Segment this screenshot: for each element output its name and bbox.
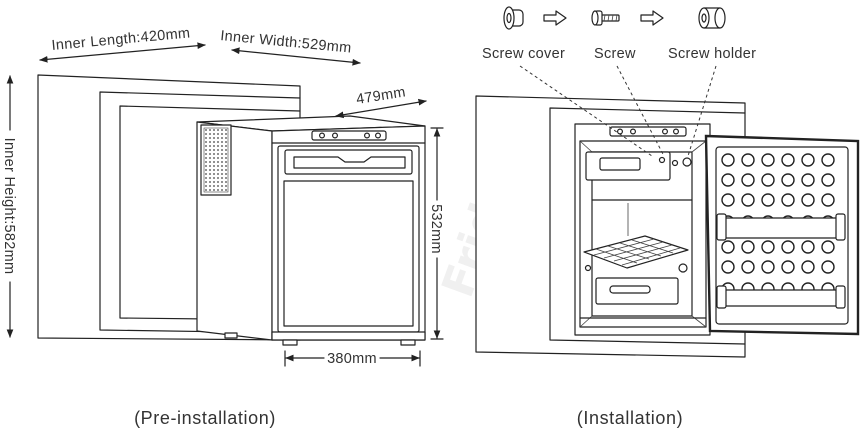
dimension-fridge-depth: 479mm xyxy=(335,84,427,119)
door-dimple xyxy=(821,153,835,167)
inner-width-label: Inner Width:529mm xyxy=(220,28,353,57)
freezer-handle xyxy=(599,157,641,171)
installed-fridge xyxy=(574,123,711,336)
fridge-foot xyxy=(224,332,238,339)
arrow-right-icon xyxy=(640,10,664,26)
door-dimple xyxy=(741,260,755,274)
inner-length-label: Inner Length:420mm xyxy=(51,25,191,54)
dimension-inner-width: Inner Width:529mm xyxy=(220,28,361,66)
fridge-depth-label: 479mm xyxy=(355,84,407,108)
door-dimple xyxy=(721,173,735,187)
door-dimple xyxy=(721,153,735,167)
pre-installation-figure: Inner Length:420mm Inner Width:529mm 479… xyxy=(1,25,444,428)
door-dimple xyxy=(741,240,755,254)
control-button xyxy=(364,132,371,139)
screw-label: Screw xyxy=(594,46,636,62)
door-dimple xyxy=(721,193,735,207)
screw-cover-leader xyxy=(519,65,653,157)
door-dimple xyxy=(801,153,815,167)
control-button xyxy=(629,128,636,135)
door-dimple xyxy=(821,260,835,274)
door-dimple xyxy=(721,240,735,254)
fridge-foot xyxy=(282,339,298,346)
door-dimple xyxy=(761,240,775,254)
control-panel xyxy=(609,126,687,137)
door-dimple xyxy=(741,173,755,187)
door-handle xyxy=(293,156,406,169)
door-dimple xyxy=(761,173,775,187)
control-button xyxy=(375,132,382,139)
hinge-screw xyxy=(658,156,666,164)
freezer-compartment xyxy=(585,151,671,181)
screw-cover-icon xyxy=(503,6,524,30)
vent-grill xyxy=(203,127,229,193)
screw-cover-label: Screw cover xyxy=(482,46,565,62)
wire-rack xyxy=(583,235,689,273)
door-inner-panel xyxy=(715,146,849,325)
door-dimple xyxy=(761,193,775,207)
dimension-fridge-height: 532mm xyxy=(428,127,444,340)
fridge-unit xyxy=(196,115,426,346)
crisper-drawer xyxy=(595,277,679,305)
door-dimple xyxy=(761,260,775,274)
door-dimple xyxy=(801,173,815,187)
door-dimple xyxy=(781,260,795,274)
arrow-right-icon xyxy=(543,10,567,26)
screw-holder-icon xyxy=(698,7,726,29)
open-door xyxy=(704,134,860,336)
door-dimple xyxy=(741,193,755,207)
pre-installation-caption: (Pre-installation) xyxy=(134,408,276,428)
door-dimple xyxy=(761,153,775,167)
control-button xyxy=(332,132,339,139)
door-dimple xyxy=(741,153,755,167)
control-button xyxy=(672,128,679,135)
door-dimple xyxy=(781,173,795,187)
door-dimple xyxy=(821,240,835,254)
door-dimple xyxy=(721,260,735,274)
fridge-foot xyxy=(400,339,416,346)
fridge-base xyxy=(271,331,426,341)
control-button xyxy=(319,132,326,139)
door-dimple xyxy=(821,193,835,207)
dimension-fridge-width: 380mm xyxy=(284,350,421,367)
inner-height-label: Inner Height:582mm xyxy=(1,138,17,275)
hinge-screw xyxy=(671,159,679,167)
door-shelf-upper xyxy=(716,213,846,241)
door-dimple xyxy=(781,240,795,254)
door-dimple xyxy=(781,153,795,167)
control-button xyxy=(661,128,668,135)
door-inner-panel xyxy=(283,180,414,327)
dimension-inner-height: Inner Height:582mm xyxy=(1,75,17,338)
door-dimple xyxy=(801,240,815,254)
drawer-handle xyxy=(609,285,651,294)
installation-figure: Screw cover Screw Screw holder xyxy=(475,6,860,428)
door-shelf-lower xyxy=(716,285,846,309)
screw-holder-leader xyxy=(687,65,717,157)
hinge-screw xyxy=(682,157,692,167)
screw-leader xyxy=(616,65,665,157)
door-dimple xyxy=(781,193,795,207)
fridge-height-label: 532mm xyxy=(428,204,444,254)
fridge-width-label: 380mm xyxy=(327,351,377,367)
screw-holder-label: Screw holder xyxy=(668,46,756,62)
control-panel xyxy=(311,130,387,141)
door-dimple xyxy=(801,193,815,207)
screw-icon xyxy=(591,10,620,26)
door-dimple xyxy=(821,173,835,187)
dimension-inner-length: Inner Length:420mm xyxy=(39,25,206,63)
door-dimple xyxy=(801,260,815,274)
installation-caption: (Installation) xyxy=(577,408,683,428)
